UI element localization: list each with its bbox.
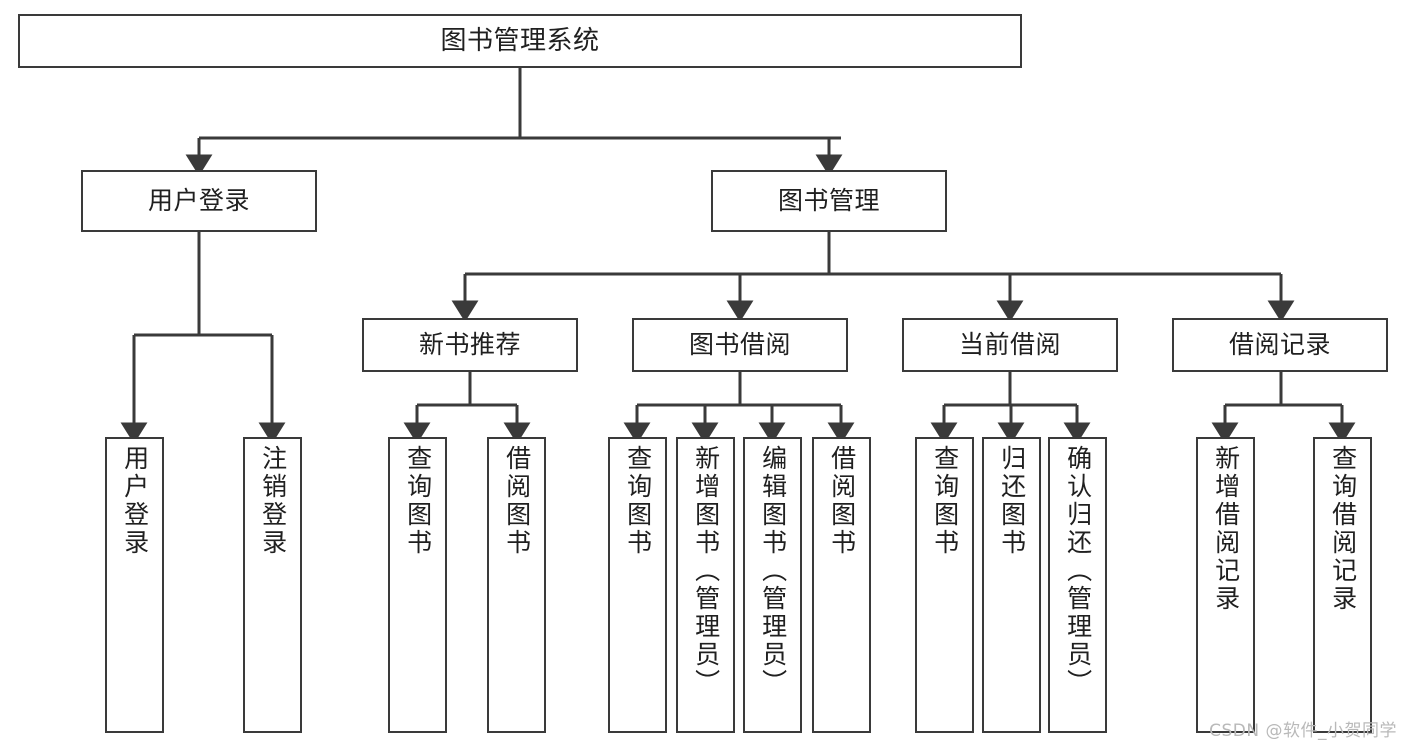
leaf-user-login-logout[interactable]: 注销登录 [243,437,302,733]
leaf-borrow-borrow-book[interactable]: 借阅图书 [812,437,871,733]
node-user-login-label: 用户登录 [147,186,250,216]
leaf-borrow-borrow-book-label: 借阅图书 [827,445,857,557]
node-borrow-records-label: 借阅记录 [1228,330,1331,360]
node-user-login[interactable]: 用户登录 [81,170,317,232]
leaf-new-book-borrow-label: 借阅图书 [502,445,532,557]
node-book-management[interactable]: 图书管理 [711,170,947,232]
leaf-user-login-login-label: 用户登录 [120,445,150,557]
leaf-current-query-book[interactable]: 查询图书 [915,437,974,733]
leaf-records-add-record[interactable]: 新增借阅记录 [1196,437,1255,733]
leaf-borrow-add-book-label: 新增图书（管理员） [691,445,721,697]
leaf-new-book-query[interactable]: 查询图书 [388,437,447,733]
node-current-borrow-label: 当前借阅 [958,330,1061,360]
leaf-current-confirm-return-label: 确认归还（管理员） [1063,445,1093,697]
node-book-management-label: 图书管理 [777,186,880,216]
leaf-borrow-add-book[interactable]: 新增图书（管理员） [676,437,735,733]
leaf-current-return-book[interactable]: 归还图书 [982,437,1041,733]
csdn-watermark: CSDN @软件_小贺同学 [1209,721,1397,741]
node-root-label: 图书管理系统 [440,25,600,56]
node-book-borrow[interactable]: 图书借阅 [632,318,848,372]
node-book-borrow-label: 图书借阅 [688,330,791,360]
leaf-records-query-record[interactable]: 查询借阅记录 [1313,437,1372,733]
node-new-book-recommend-label: 新书推荐 [418,330,521,360]
leaf-borrow-edit-book[interactable]: 编辑图书（管理员） [743,437,802,733]
node-new-book-recommend[interactable]: 新书推荐 [362,318,578,372]
leaf-new-book-query-label: 查询图书 [403,445,433,557]
leaf-borrow-query-book-label: 查询图书 [623,445,653,557]
leaf-current-query-book-label: 查询图书 [930,445,960,557]
leaf-current-return-book-label: 归还图书 [997,445,1027,557]
leaf-borrow-edit-book-label: 编辑图书（管理员） [758,445,788,697]
leaf-user-login-logout-label: 注销登录 [258,445,288,557]
leaf-current-confirm-return[interactable]: 确认归还（管理员） [1048,437,1107,733]
leaf-records-query-record-label: 查询借阅记录 [1328,445,1358,613]
node-root[interactable]: 图书管理系统 [18,14,1022,68]
leaf-records-add-record-label: 新增借阅记录 [1211,445,1241,613]
leaf-borrow-query-book[interactable]: 查询图书 [608,437,667,733]
leaf-user-login-login[interactable]: 用户登录 [105,437,164,733]
node-current-borrow[interactable]: 当前借阅 [902,318,1118,372]
node-borrow-records[interactable]: 借阅记录 [1172,318,1388,372]
leaf-new-book-borrow[interactable]: 借阅图书 [487,437,546,733]
